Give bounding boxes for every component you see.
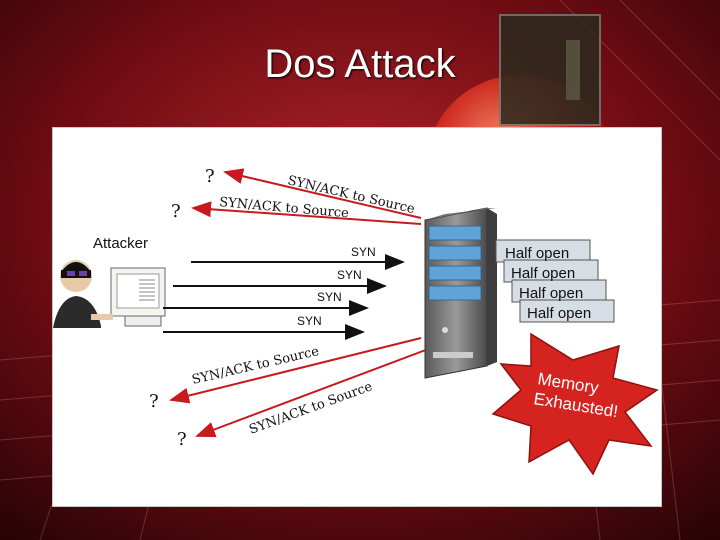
tower-decoration	[499, 14, 601, 126]
question-mark-4: ?	[177, 429, 187, 450]
question-mark-2: ?	[171, 201, 181, 222]
half-open-box-4	[519, 299, 615, 323]
syn-label-2: SYN	[337, 268, 362, 282]
synack-arrow-2	[191, 201, 422, 225]
question-mark-3: ?	[149, 391, 159, 412]
half-open-label-2: Half open	[511, 265, 575, 282]
synack-label-4: SYN/ACK to Source	[247, 379, 374, 438]
synack-arrow-3	[169, 337, 422, 404]
synack-arrow-4	[195, 347, 432, 438]
server-icon	[424, 207, 497, 379]
syn-label-4: SYN	[297, 314, 322, 328]
half-open-label-1: Half open	[505, 245, 569, 262]
attacker-icon	[53, 260, 166, 328]
half-open-label-3: Half open	[519, 285, 583, 302]
syn-label-1: SYN	[351, 245, 376, 259]
synack-label-2: SYN/ACK to Source	[219, 195, 350, 221]
attacker-label: Attacker	[93, 235, 148, 252]
syn-label-3: SYN	[317, 290, 342, 304]
diagram-panel: Attacker ? ? ? ? SYN/	[52, 127, 662, 507]
dos-diagram: Attacker ? ? ? ? SYN/	[53, 166, 659, 476]
memory-exhausted-burst	[491, 332, 659, 476]
question-mark-1: ?	[205, 166, 215, 187]
half-open-stack: Half open Half open Half open Half open	[495, 239, 615, 323]
synack-label-3: SYN/ACK to Source	[191, 344, 321, 388]
half-open-label-4: Half open	[527, 305, 591, 322]
synack-arrow-1	[223, 168, 422, 219]
slide-title: Dos Attack	[264, 42, 456, 86]
